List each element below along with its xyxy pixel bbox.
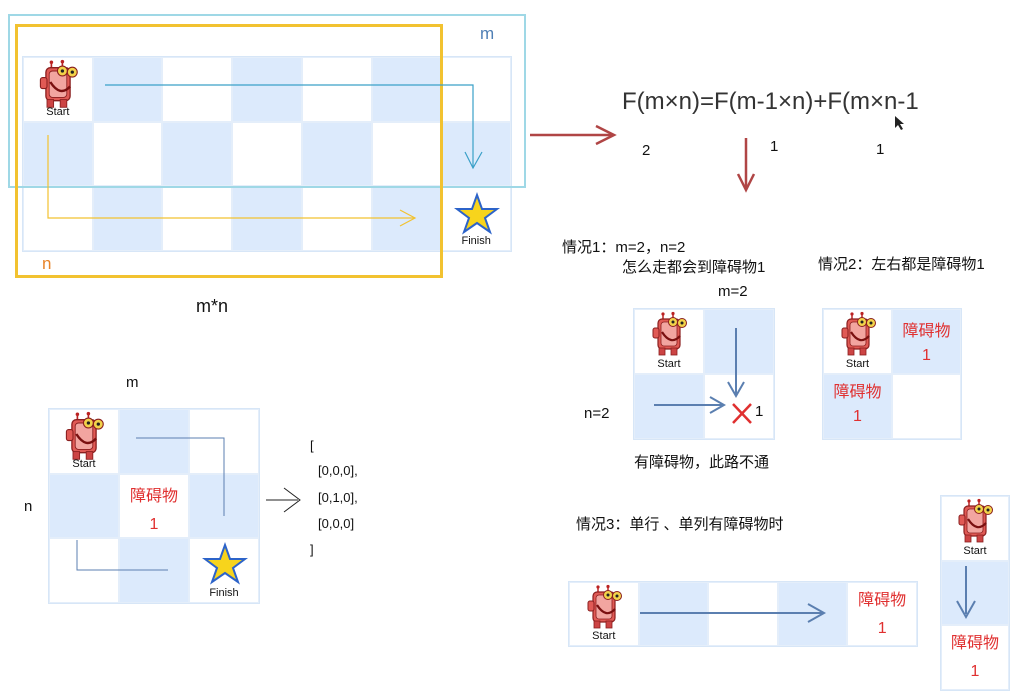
grid-cell bbox=[301, 121, 372, 187]
grid-cell bbox=[441, 57, 511, 122]
finish-label: Finish bbox=[209, 586, 239, 599]
obstacle-label: 障碍物 bbox=[902, 323, 951, 340]
grid-cell bbox=[941, 560, 1009, 626]
grid-cell bbox=[634, 374, 704, 439]
finish-label: Finish bbox=[461, 234, 491, 247]
star-icon bbox=[202, 542, 248, 585]
start-label: Start bbox=[72, 457, 96, 470]
grid-cell-start: Start bbox=[23, 57, 93, 122]
case1-grid: Start 1 bbox=[633, 308, 775, 440]
grid-cell bbox=[704, 309, 774, 374]
grid-cell bbox=[49, 538, 119, 603]
case1-m-label: m=2 bbox=[718, 283, 748, 300]
robot-icon bbox=[584, 584, 624, 636]
grid-cell bbox=[371, 121, 442, 187]
cross-icon bbox=[732, 403, 752, 424]
grid-cell-finish: Finish bbox=[441, 186, 511, 251]
start-label: Start bbox=[845, 358, 870, 370]
grid-cell-obstacle: 障碍物 1 bbox=[823, 374, 892, 439]
obstacle-label: 障碍物 bbox=[129, 487, 178, 505]
grid-cell-obstacle: 1 bbox=[704, 374, 774, 439]
robot-icon bbox=[955, 498, 995, 550]
grid-cell bbox=[92, 186, 163, 251]
case2-title: 情况2：左右都是障碍物1 bbox=[818, 256, 985, 273]
grid-cell bbox=[49, 473, 119, 539]
obstacle-value: 1 bbox=[853, 408, 862, 425]
matrix-line: [ bbox=[310, 438, 314, 453]
grid-cell bbox=[892, 374, 961, 439]
n-frame bbox=[15, 24, 443, 278]
matrix-line: [0,1,0], bbox=[318, 490, 358, 505]
formula-value-2: 2 bbox=[642, 142, 651, 159]
case2-grid: Start 障碍物 1 障碍物 1 bbox=[822, 308, 962, 440]
top-grid: Start Finish bbox=[22, 56, 512, 252]
formula-text: F(m×n)=F(m-1×n)+F(m×n-1 bbox=[622, 88, 919, 115]
grid-cell-obstacle: 障碍物 1 bbox=[941, 625, 1009, 690]
grid-cell-finish: Finish bbox=[189, 538, 259, 603]
grid-cell bbox=[92, 57, 163, 122]
grid-cell bbox=[119, 538, 189, 603]
grid-cell-start: Start bbox=[569, 582, 639, 646]
grid-cell-obstacle: 障碍物 1 bbox=[119, 473, 189, 539]
robot-icon bbox=[36, 59, 80, 116]
obstacle-label: 障碍物 bbox=[950, 635, 999, 653]
matrix-line: ] bbox=[310, 542, 314, 557]
m-label: m bbox=[480, 24, 495, 43]
formula-value-1a: 1 bbox=[770, 138, 779, 155]
obstacle-value: 1 bbox=[922, 347, 931, 364]
start-label: Start bbox=[657, 358, 681, 370]
matrix-line: [0,0,0], bbox=[318, 463, 358, 478]
grid-cell-start: Start bbox=[49, 409, 119, 474]
grid-cell-obstacle: 障碍物 1 bbox=[892, 309, 961, 374]
case1-note: 有障碍物，此路不通 bbox=[634, 454, 770, 471]
grid-cell bbox=[162, 186, 233, 251]
grid-cell-start: Start bbox=[941, 496, 1009, 561]
m-frame bbox=[8, 14, 526, 188]
obstacle-label: 障碍物 bbox=[858, 592, 907, 609]
m-label: m bbox=[126, 374, 139, 391]
obstacle-value: 1 bbox=[877, 620, 887, 637]
matrix-line: [0,0,0] bbox=[318, 516, 355, 531]
robot-icon bbox=[649, 311, 689, 363]
grid-cell bbox=[232, 186, 302, 251]
star-icon bbox=[454, 192, 501, 235]
grid-cell-start: Start bbox=[634, 309, 704, 374]
grid-cell bbox=[162, 121, 233, 187]
obstacle-label: 障碍物 bbox=[833, 384, 882, 401]
start-label: Start bbox=[963, 544, 987, 557]
case3-title: 情况3：单行 、单列有障碍物时 bbox=[576, 516, 784, 533]
grid-cell bbox=[441, 121, 511, 187]
case3-row-grid: Start 障碍物 1 bbox=[568, 581, 918, 647]
formula-value-1b: 1 bbox=[876, 141, 885, 158]
grid-cell bbox=[232, 121, 302, 187]
mn-caption: m*n bbox=[196, 296, 229, 316]
grid-cell bbox=[162, 57, 233, 122]
case1-subtitle: 怎么走都会到障碍物1 bbox=[622, 259, 766, 276]
robot-icon bbox=[838, 311, 878, 363]
robot-icon bbox=[62, 411, 106, 468]
grid-cell bbox=[301, 57, 372, 122]
grid-cell-obstacle: 障碍物 1 bbox=[847, 582, 917, 646]
obstacle-value: 1 bbox=[755, 403, 764, 420]
n-label: n bbox=[42, 254, 52, 273]
grid-cell-start: Start bbox=[823, 309, 892, 374]
case1-n-label: n=2 bbox=[584, 405, 610, 422]
case1-title: 情况1：m=2，n=2 bbox=[562, 239, 686, 256]
start-label: Start bbox=[592, 630, 616, 642]
grid-cell bbox=[119, 409, 189, 474]
grid-cell bbox=[92, 121, 163, 187]
n-label: n bbox=[24, 498, 33, 515]
start-label: Start bbox=[46, 105, 70, 118]
obstacle-value: 1 bbox=[970, 663, 980, 681]
case3-col-grid: Start 障碍物 1 bbox=[940, 495, 1010, 691]
obstacle-value: 1 bbox=[149, 515, 159, 533]
grid-cell bbox=[23, 121, 93, 187]
grid-cell bbox=[232, 57, 302, 122]
grid-cell bbox=[371, 186, 442, 251]
